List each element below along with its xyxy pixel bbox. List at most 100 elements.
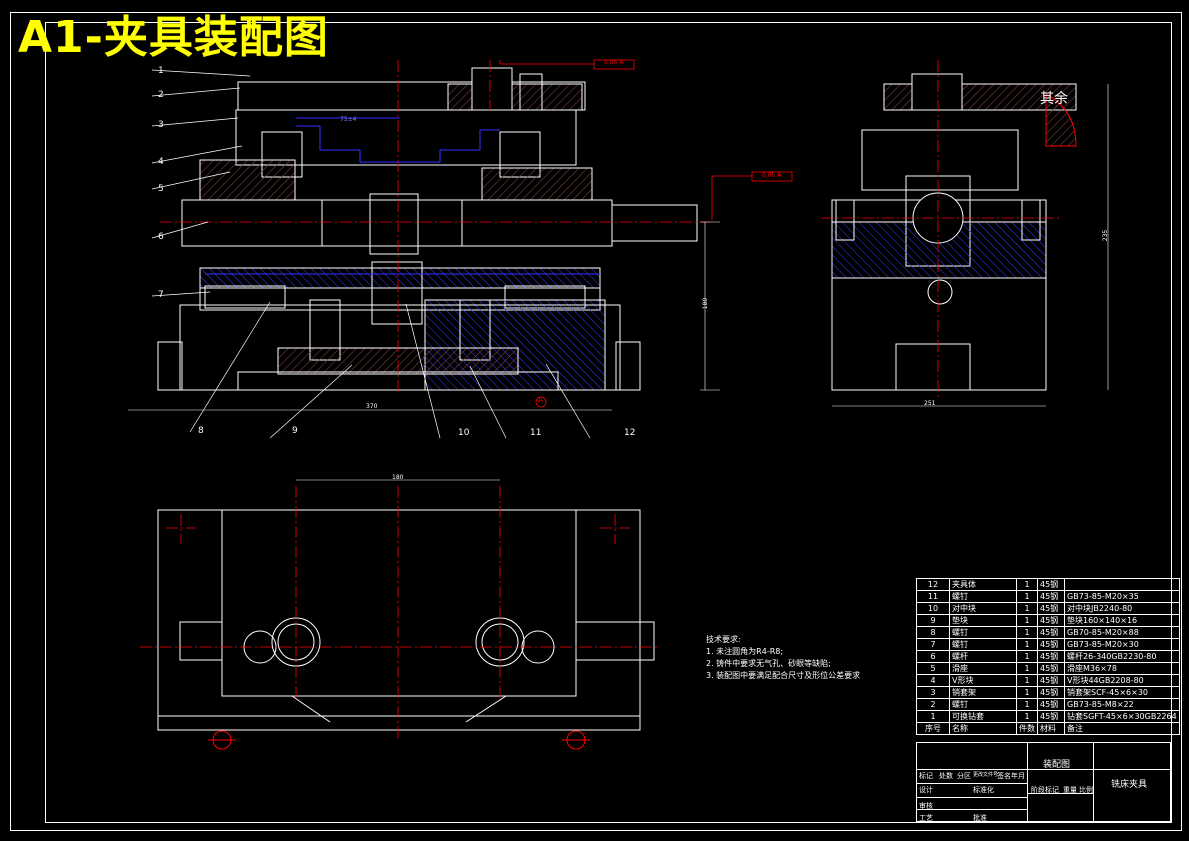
part-leaders [151, 69, 591, 439]
dim-side-width: 251 [924, 400, 936, 407]
datum-label: A [538, 396, 543, 404]
bom-cell-mat: 45钢 [1037, 710, 1065, 723]
dim-side-height: 235 [1102, 229, 1110, 242]
bom-cell-name: 螺钉 [949, 638, 1017, 651]
bom-cell-remark: 对中块JB2240-80 [1064, 602, 1180, 615]
bom-cell-qty: 1 [1016, 602, 1038, 615]
note-item: 2. 铸件中要求无气孔、砂眼等缺陷; [706, 659, 831, 668]
bom-cell-qty: 1 [1016, 662, 1038, 675]
bom-cell-qty: 1 [1016, 686, 1038, 699]
bom-cell-remark: GB73-85-M20×35 [1064, 590, 1180, 603]
title-block-label: 重量 [1063, 786, 1077, 794]
dim-front-width: 370 [366, 403, 378, 410]
side-view-centerlines [822, 60, 1060, 398]
title-block-label: 分区 [957, 772, 971, 780]
bom-cell-mat: 45钢 [1037, 662, 1065, 675]
title-block-label: 审核 [919, 802, 933, 810]
title-block-label: 批准 [973, 814, 987, 822]
title-block-label: 工艺 [919, 814, 933, 822]
gdt-frame-1: 0.05 A [604, 59, 624, 66]
inner-frame [45, 22, 1172, 823]
dim-front-height: 180 [702, 297, 710, 310]
side-view [831, 73, 1077, 391]
top-view [157, 509, 655, 731]
title-block-label: 设计 [919, 786, 933, 794]
bom-header-name: 名称 [949, 722, 1017, 735]
bom-cell-remark: GB73-85-M8×22 [1064, 698, 1180, 711]
bom-cell-qty: 1 [1016, 590, 1038, 603]
bom-cell-no: 11 [916, 590, 950, 603]
bom-cell-qty: 1 [1016, 698, 1038, 711]
bom-cell-name: 螺杆 [949, 650, 1017, 663]
bom-cell-no: 1 [916, 710, 950, 723]
bom-cell-name: 螺钉 [949, 590, 1017, 603]
bom-header-no: 序号 [916, 722, 950, 735]
bom-cell-qty: 1 [1016, 650, 1038, 663]
bom-cell-no: 9 [916, 614, 950, 627]
front-view-centerlines [160, 60, 710, 395]
front-view [157, 67, 698, 391]
bom-cell-no: 4 [916, 674, 950, 687]
bom-cell-name: 对中块 [949, 602, 1017, 615]
title-block-label: 年月 [1011, 772, 1025, 780]
surface-finish-label: 其余 [1040, 91, 1068, 107]
title-block-label: 标记 [919, 772, 933, 780]
bom-cell-no: 12 [916, 578, 950, 591]
part-label-3: 3 [158, 120, 164, 130]
bom-cell-mat: 45钢 [1037, 626, 1065, 639]
front-view-hidden-lines [205, 117, 600, 275]
bom-cell-remark: 螺杆26-340GB2230-80 [1064, 650, 1180, 663]
bom-header-row: 序号名称件数材料备注 [916, 722, 1180, 735]
bom-cell-mat: 45钢 [1037, 674, 1065, 687]
bom-cell-mat: 45钢 [1037, 686, 1065, 699]
top-view-centerlines [140, 486, 660, 740]
part-label-7: 7 [158, 290, 164, 300]
part-label-1: 1 [158, 66, 164, 76]
title-block-product: 铣床夹具 [1111, 780, 1148, 790]
bom-cell-remark: GB70-85-M20×88 [1064, 626, 1180, 639]
bom-cell-name: 可换钻套 [949, 710, 1017, 723]
bom-cell-no: 3 [916, 686, 950, 699]
title-block-label: 阶段标记 [1031, 786, 1059, 794]
bom-cell-qty: 1 [1016, 710, 1038, 723]
note-item: 1. 未注圆角为R4-R8; [706, 647, 784, 656]
bom-cell-mat: 45钢 [1037, 638, 1065, 651]
dim-top-width: 180 [392, 474, 404, 481]
part-label-8: 8 [198, 426, 204, 436]
title-block-label: 更改文件号 [973, 772, 999, 778]
title-block-label: 处数 [939, 772, 953, 780]
title-block-label: 签名 [997, 772, 1011, 780]
bom-cell-name: 夹具体 [949, 578, 1017, 591]
part-label-12: 12 [624, 428, 636, 438]
bom-cell-no: 5 [916, 662, 950, 675]
bom-cell-qty: 1 [1016, 614, 1038, 627]
notes-heading: 技术要求: [706, 635, 741, 644]
front-dimensions [128, 221, 720, 411]
bom-cell-qty: 1 [1016, 578, 1038, 591]
bom-cell-name: 螺钉 [949, 698, 1017, 711]
bom-cell-remark: 滑座M36×78 [1064, 662, 1180, 675]
bom-cell-remark: V形块44GB2208-80 [1064, 674, 1180, 687]
bom-cell-mat: 45钢 [1037, 602, 1065, 615]
title-block: 装配图 铣床夹具 标记 处数 分区 更改文件号 签名 年月 设计 标准化 阶段标… [916, 742, 1171, 823]
bom-cell-no: 2 [916, 698, 950, 711]
bom-cell-remark: 销套架SCF-45×6×30 [1064, 686, 1180, 699]
bom-cell-name: 螺钉 [949, 626, 1017, 639]
part-label-10: 10 [458, 428, 470, 438]
bom-cell-mat: 45钢 [1037, 578, 1065, 591]
title-block-label: 标准化 [973, 786, 994, 794]
bom-cell-mat: 45钢 [1037, 590, 1065, 603]
part-label-5: 5 [158, 184, 164, 194]
bom-header-qty: 件数 [1016, 722, 1038, 735]
bom-cell-remark: 钻套SGFT-45×6×30GB2264 [1064, 710, 1180, 723]
bom-cell-remark: GB73-85-M20×30 [1064, 638, 1180, 651]
